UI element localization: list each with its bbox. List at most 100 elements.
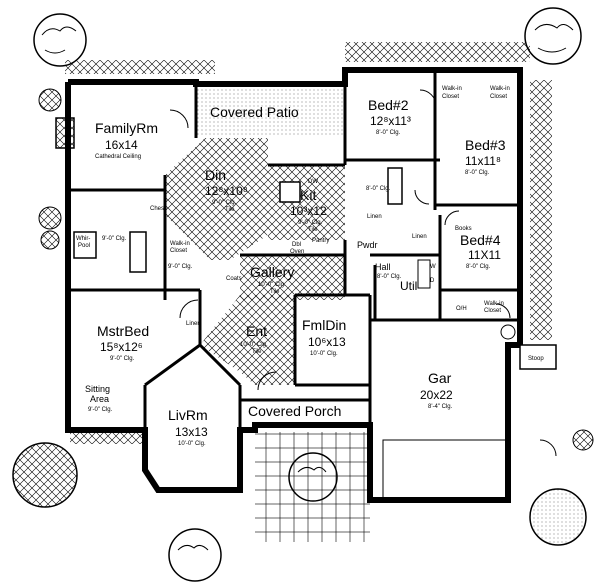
closet-clg-label: 9'-0" Clg.	[168, 264, 193, 270]
linen-label-hall: Linen	[412, 234, 427, 240]
mstrbed-note: 9'-0" Clg.	[110, 356, 135, 362]
fireplace	[55, 117, 75, 149]
dbl-oven-label-a: Dbl	[292, 242, 301, 248]
master-vanity	[129, 231, 147, 273]
door-swings	[169, 89, 557, 457]
gallery-label: Gallery	[250, 264, 294, 280]
util-label: Util	[400, 279, 417, 293]
bath2-clg-label: 8'-0" Clg.	[366, 186, 391, 192]
dining-tile	[165, 138, 268, 260]
entry-tile	[200, 295, 295, 385]
gallery-note2: Tile	[270, 289, 280, 295]
whirlpool-tub	[73, 231, 97, 259]
bed2-tub	[387, 167, 403, 205]
hedge-top	[345, 42, 530, 62]
whirlpool-label-a: Whir-	[76, 236, 90, 242]
bed3-size: 11x11⁸	[465, 154, 501, 168]
dbl-oven-label-b: Oven	[290, 249, 304, 255]
porch-label: Covered Porch	[248, 403, 341, 419]
kit-size: 10³x12	[290, 204, 327, 218]
liv-top-wall	[144, 343, 201, 387]
hedge-right	[530, 80, 552, 340]
walkin-label-bed2-a: Walk-in	[442, 86, 462, 92]
books-label: Books	[455, 226, 472, 232]
stoop-label: Stoop	[528, 356, 544, 362]
hall-label: Hall	[375, 262, 391, 272]
tree-bottom-right	[529, 488, 587, 546]
kitchen-island	[279, 181, 301, 203]
bed3-label: Bed#3	[465, 137, 506, 153]
coats-label: Coats	[226, 276, 242, 282]
dw-label: DW	[308, 179, 318, 185]
tree-top-left	[33, 13, 87, 67]
kit-label: Kit	[300, 187, 316, 203]
mstrbed-size: 15⁸x12⁶	[100, 340, 143, 354]
hedge-left-top	[65, 60, 215, 74]
tree-bottom-left	[12, 442, 78, 508]
familyrm-note: Cathedral Ceiling	[95, 154, 141, 160]
ent-note1: 10'-0" Clg.	[240, 342, 268, 348]
ent-note2: Tile	[252, 349, 262, 355]
whirlpool-label-b: Pool	[78, 243, 90, 249]
livrm-label: LivRm	[168, 407, 208, 423]
oh-label: O/H	[456, 306, 467, 312]
gar-size: 20x22	[420, 388, 453, 402]
pantry-label: Pantry	[312, 238, 329, 244]
ent-label: Ent	[246, 323, 267, 339]
din-note2: Tile	[225, 207, 235, 213]
sitting-note: 9'-0" Clg.	[88, 407, 113, 413]
patio-label: Covered Patio	[210, 104, 299, 120]
driveway-slab	[382, 439, 509, 501]
liv-right-wall	[198, 343, 242, 387]
washer-label: W	[430, 264, 436, 270]
walkin-label-bed3-b: Closet	[490, 94, 507, 100]
walkin-label-bed2-b: Closet	[442, 94, 459, 100]
mstrbed-label: MstrBed	[97, 323, 149, 339]
dryer-label: D	[430, 278, 435, 284]
din-label: Din	[205, 167, 226, 183]
din-size: 12⁸x10⁸	[205, 184, 248, 198]
livrm-note: 10'-0" Clg.	[178, 441, 206, 447]
sitting-label-1: Sitting	[85, 384, 110, 394]
bed3-note: 8'-0" Clg.	[465, 170, 490, 176]
familyrm-size: 16x14	[105, 138, 138, 152]
pwdr-label: Pwdr	[357, 240, 378, 250]
chest-label: Chest	[150, 206, 166, 212]
gallery-note1: 10'-0" Clg.	[258, 282, 286, 288]
walkin-label-mstr-b: Closet	[170, 248, 187, 254]
tree-bottom-center	[168, 528, 222, 582]
gallery-tile	[240, 255, 345, 300]
din-note1: 9'-0" Clg.	[212, 200, 237, 206]
sitting-label-2: Area	[90, 394, 109, 404]
shrub-left	[38, 88, 594, 451]
gar-label: Gar	[428, 370, 452, 386]
bed2-note: 8'-0" Clg.	[376, 130, 401, 136]
familyrm-label: FamilyRm	[95, 120, 158, 136]
hall-note: 8'-0" Clg.	[377, 274, 402, 280]
walkin-label-mstr-a: Walk-in	[170, 241, 190, 247]
linen-label-mstr: Linen	[186, 321, 201, 327]
kit-note2: Tile	[308, 227, 318, 233]
walkin-label-bed3-a: Walk-in	[490, 86, 510, 92]
stoop-circle	[500, 324, 516, 340]
bath-clg-label: 9'-0" Clg.	[102, 236, 127, 242]
util-washer	[417, 259, 431, 289]
walkway	[255, 432, 370, 542]
walkin-label-bed4-b: Closet	[484, 308, 501, 314]
walkin-label-bed4-a: Walk-in	[484, 301, 504, 307]
patio-floor	[196, 84, 346, 136]
kit-note1: 9'-0" Clg.	[298, 220, 323, 226]
bed2-label: Bed#2	[368, 97, 409, 113]
linen-label-bath: Linen	[367, 214, 382, 220]
tree-top-right	[524, 7, 582, 65]
fmldin-size: 10⁶x13	[308, 335, 346, 349]
bed4-size: 11X11	[468, 248, 501, 262]
bed4-label: Bed#4	[460, 232, 501, 248]
fmldin-label: FmlDin	[302, 317, 346, 333]
gar-note: 8'-4" Clg.	[428, 404, 453, 410]
hedge-bottom-left	[70, 432, 145, 444]
bed4-note: 8'-0" Clg.	[466, 264, 491, 270]
fmldin-note: 10'-0" Clg.	[310, 351, 338, 357]
stoop	[519, 344, 557, 370]
